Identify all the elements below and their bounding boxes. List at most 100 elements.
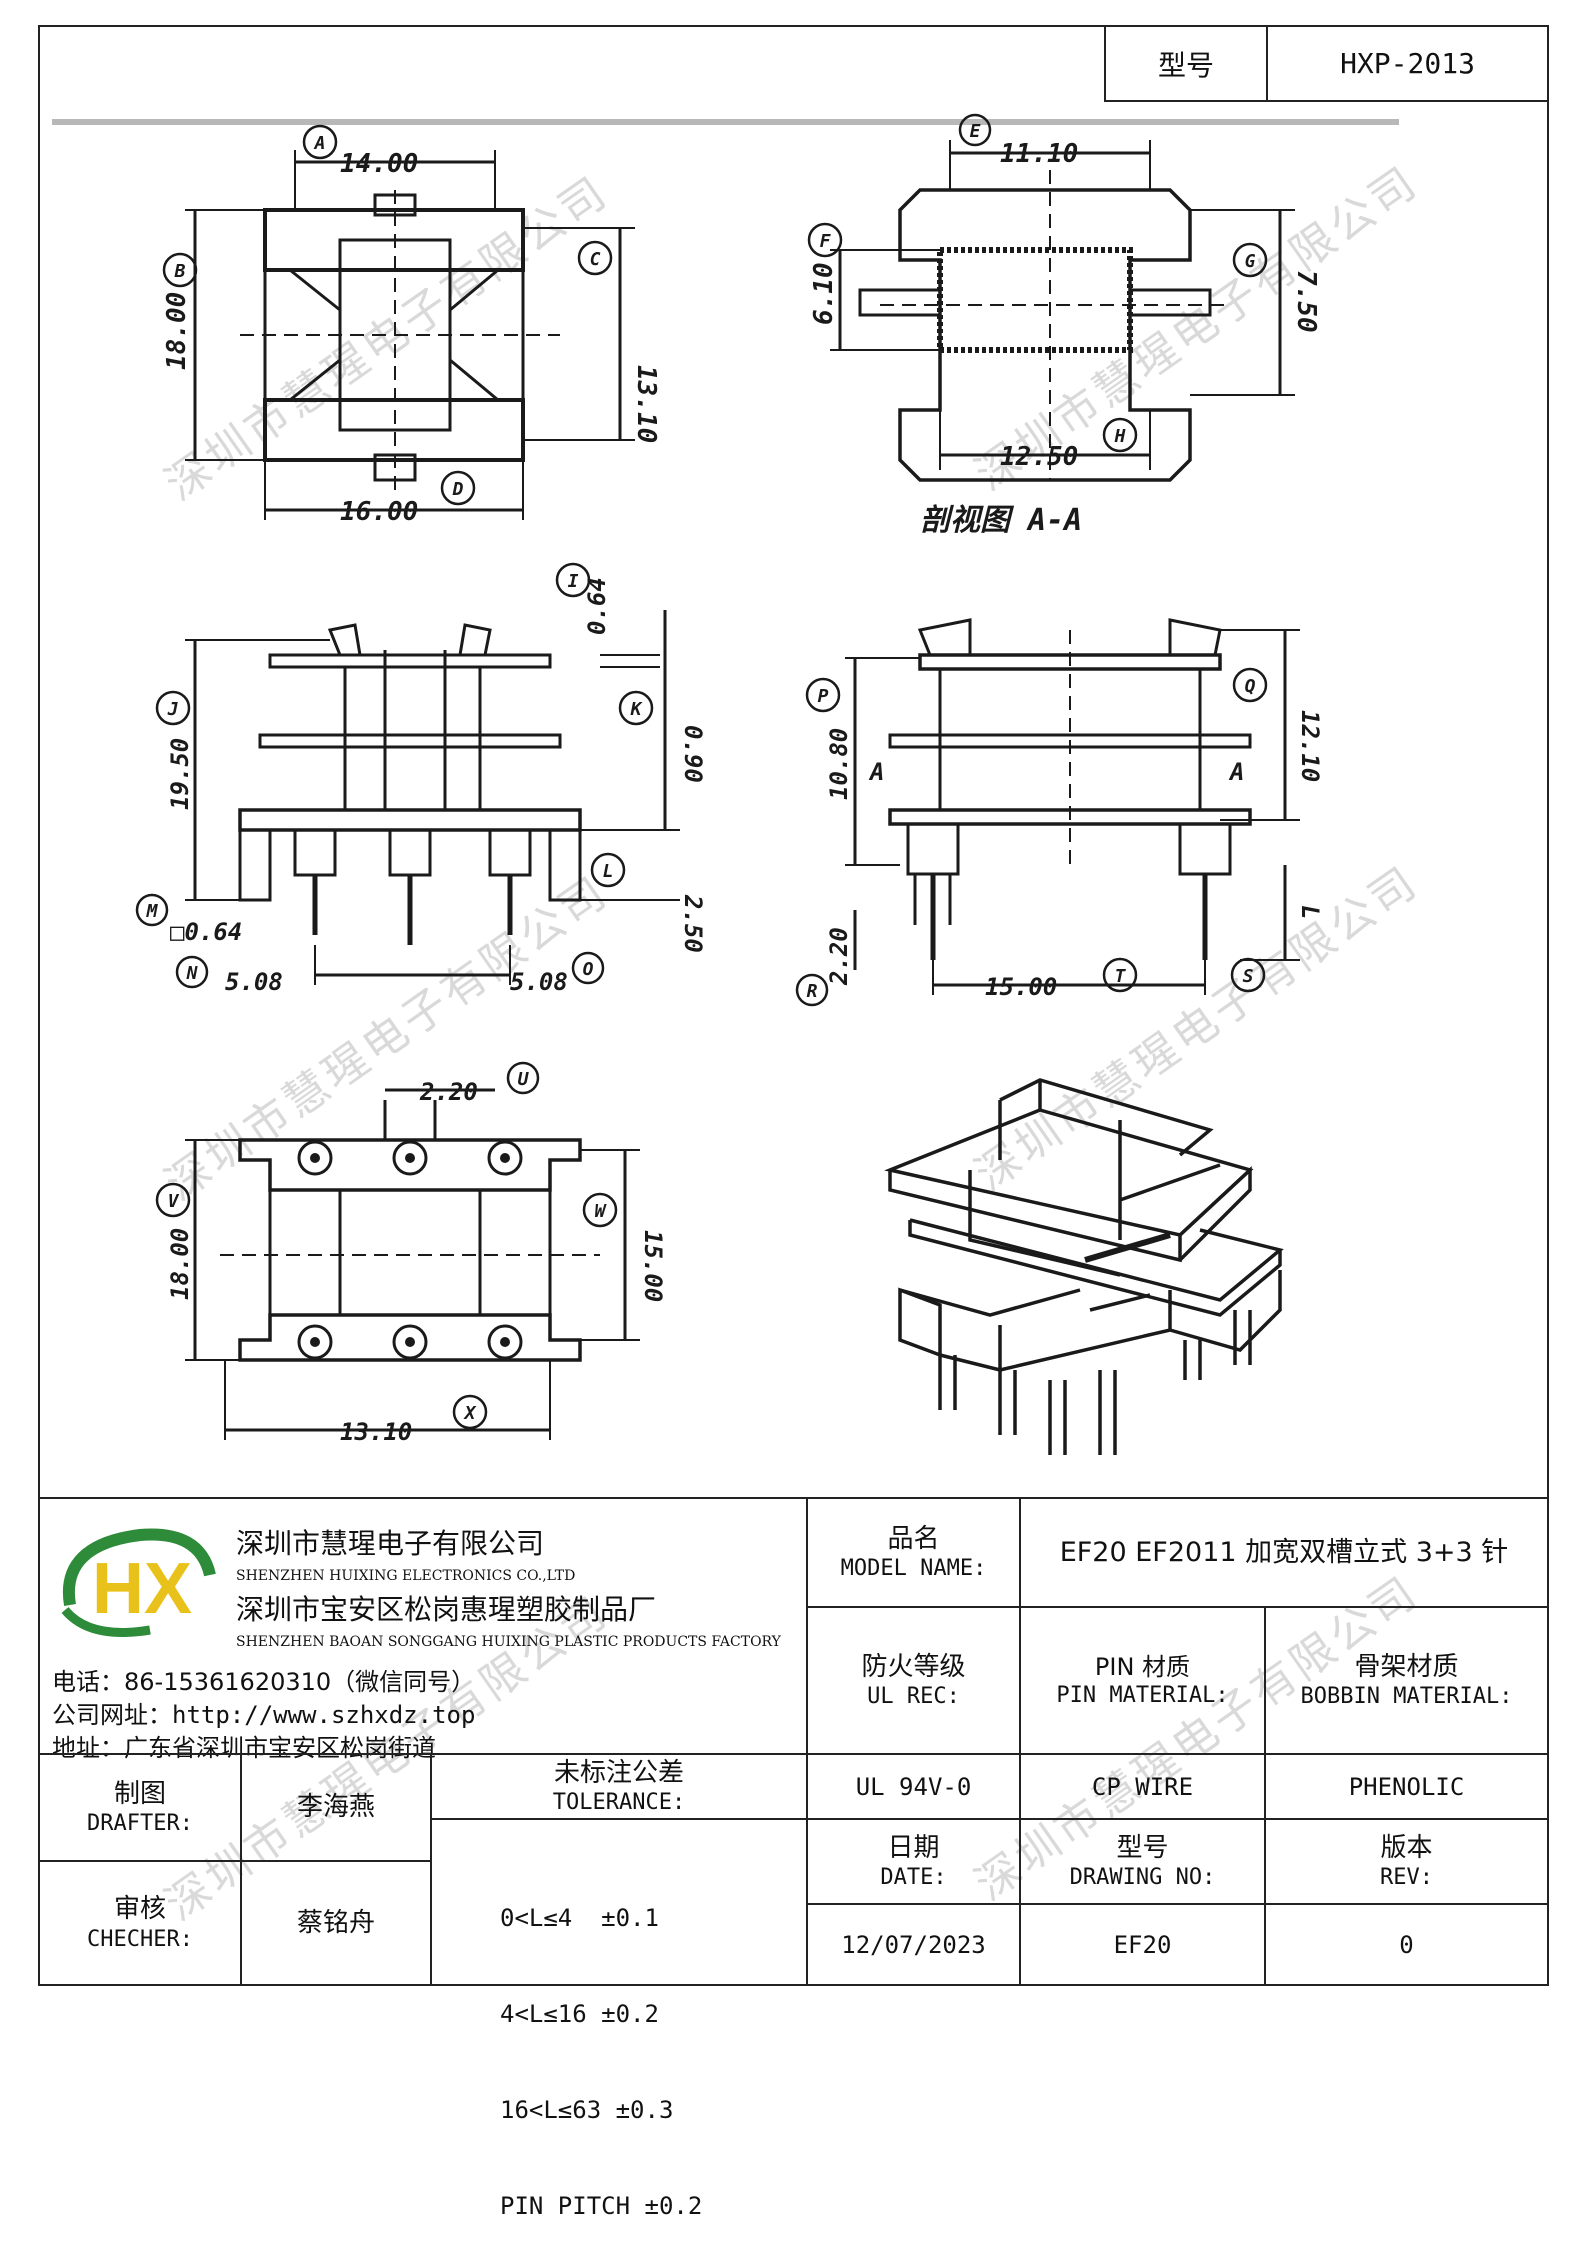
scan-edge-line [52,119,1399,125]
drawing-no-label-cn: 型号 [1116,1832,1169,1863]
drafter-label: 制图 DRAFTER: [40,1755,240,1860]
rev-label-cn: 版本 [1380,1832,1433,1863]
tag-i: I [568,571,579,592]
dim-h-text: 12.50 [1000,442,1078,472]
tag-p: P [818,686,829,707]
company-address: 地址：广东省深圳市宝安区松岗街道 [52,1734,436,1762]
checker-label-cn: 审核 [113,1894,166,1924]
dim-t-text: 15.00 [985,973,1057,1001]
divider-v-5 [430,1753,432,1986]
rev-label: 版本 REV: [1266,1820,1547,1903]
tolerance-table: 0<L≤4 ±0.1 4<L≤16 ±0.2 16<L≤63 ±0.3 PIN … [500,1838,702,2254]
dim-c-text: 13.10 [631,365,661,443]
model-name-label: 品名 MODEL NAME: [808,1499,1019,1606]
date-label-cn: 日期 [887,1832,940,1863]
divider-v-main [806,1497,808,1986]
dim-g-text: 7.50 [1291,270,1321,333]
factory-name-en: SHENZHEN BAOAN SONGGANG HUIXING PLASTIC … [236,1634,781,1650]
side-view: 10.80 12.10 2.20 L 15.00 A A P Q R S T [795,618,1324,1007]
dim-r-text: 2.20 [825,927,853,986]
tag-q: Q [1245,676,1256,697]
tag-b: B [174,261,186,282]
tag-m: M [146,901,159,922]
dim-d-text: 16.00 [340,497,418,527]
isometric-view [884,1078,1284,1455]
company-name-en: SHENZHEN HUIXING ELECTRONICS CO.,LTD [236,1568,576,1584]
date-label: 日期 DATE: [808,1820,1019,1903]
drawing-no-value: EF20 [1113,1930,1172,1959]
tolerance-line: PIN PITCH ±0.2 [500,2192,703,2220]
drafter-value: 李海燕 [296,1792,375,1823]
tolerance-label-en: TOLERANCE: [552,1790,686,1815]
divider-h-5 [38,1860,430,1862]
divider-h-4 [806,1903,1549,1905]
header-model-value: HXP-2013 [1340,47,1475,80]
bobbin-material-label: 骨架材质 BOBBIN MATERIAL: [1266,1608,1547,1753]
tag-x: X [463,1403,477,1424]
ul-label: 防火等级 UL REC: [808,1608,1019,1753]
tolerance-line: 4<L≤16 ±0.2 [500,2000,659,2028]
dim-e-text: 11.10 [1000,139,1078,169]
dim-p-text: 10.80 [825,728,853,800]
pin-label-cn: PIN 材质 [1094,1652,1191,1681]
technical-drawing: 14.00 18.00 13.10 16.00 A B C D [135,113,1324,1455]
bobbin-material-value: PHENOLIC [1348,1772,1465,1801]
tag-u: U [518,1069,530,1090]
tag-o: O [583,959,594,980]
company-name-cn: 深圳市慧瑆电子有限公司 [236,1527,545,1560]
section-caption: 剖视图 A-A [920,503,1082,538]
header-model-label: 型号 [1106,27,1268,100]
company-phone: 电话：86-15361620310（微信同号） [52,1668,476,1696]
tag-n: N [186,963,199,984]
tag-t: T [1115,966,1127,987]
divider-v-2 [1019,1497,1021,1986]
dim-s-text: L [1296,905,1324,919]
dim-j-text: 19.50 [166,738,194,810]
dim-o-text: 5.08 [510,968,568,996]
checker-value: 蔡铭舟 [296,1907,375,1938]
dim-b-text: 18.00 [162,292,192,370]
pin-material-label: PIN 材质 PIN MATERIAL: [1021,1608,1264,1753]
logo-text: HX [92,1549,192,1629]
rev-value: 0 [1399,1930,1414,1959]
tolerance-label: 未标注公差 TOLERANCE: [432,1755,806,1818]
dim-a-text: 14.00 [340,149,418,179]
date-value: 12/07/2023 [841,1930,986,1959]
ul-value: UL 94V-0 [855,1772,972,1801]
dim-w-text: 15.00 [639,1230,667,1302]
section-mark-right: A [1228,758,1244,786]
rev-label-en: REV: [1380,1865,1433,1890]
section-mark-left: A [868,758,884,786]
tag-g: G [1245,251,1256,272]
ul-label-en: UL REC: [867,1684,960,1709]
factory-name-cn: 深圳市宝安区松岗惠瑆塑胶制品厂 [236,1593,657,1626]
tag-c: C [590,249,601,270]
dim-u-text: 2.20 [419,1078,478,1106]
tag-d: D [452,479,464,500]
drawing-no-label: 型号 DRAWING NO: [1021,1820,1264,1903]
company-logo: HX [61,1528,216,1637]
tolerance-label-cn: 未标注公差 [553,1757,684,1788]
tag-r: R [807,981,818,1002]
top-view: 14.00 18.00 13.10 16.00 A B C D [162,124,661,527]
bobbin-label-en: BOBBIN MATERIAL: [1300,1684,1513,1709]
checker-label-en: CHECHER: [87,1926,193,1952]
divider-h-1 [806,1606,1549,1608]
tag-h: H [1114,426,1126,447]
bottom-view: 2.20 18.00 15.00 13.10 U V W X [155,1061,667,1446]
tag-s: S [1243,966,1254,987]
tolerance-line: 16<L≤63 ±0.3 [500,2096,674,2124]
divider-h-3 [430,1818,1549,1820]
tag-k: K [630,699,644,720]
header-model-box: 型号 HXP-2013 [1104,25,1549,102]
divider-v-4 [240,1753,242,1986]
section-view: 11.10 6.10 7.50 12.50 剖视图 A-A E F G H [807,113,1321,538]
tag-a: A [314,133,326,154]
tag-e: E [970,121,981,142]
model-name-value: EF20 EF2011 加宽双槽立式 3+3 针 [1059,1536,1509,1568]
dim-l-text: 2.50 [679,894,707,953]
tolerance-line: 0<L≤4 ±0.1 [500,1904,659,1932]
dim-x-text: 13.10 [340,1418,412,1446]
drawing-no-label-en: DRAWING NO: [1069,1865,1216,1890]
divider-v-3 [1264,1606,1266,1986]
